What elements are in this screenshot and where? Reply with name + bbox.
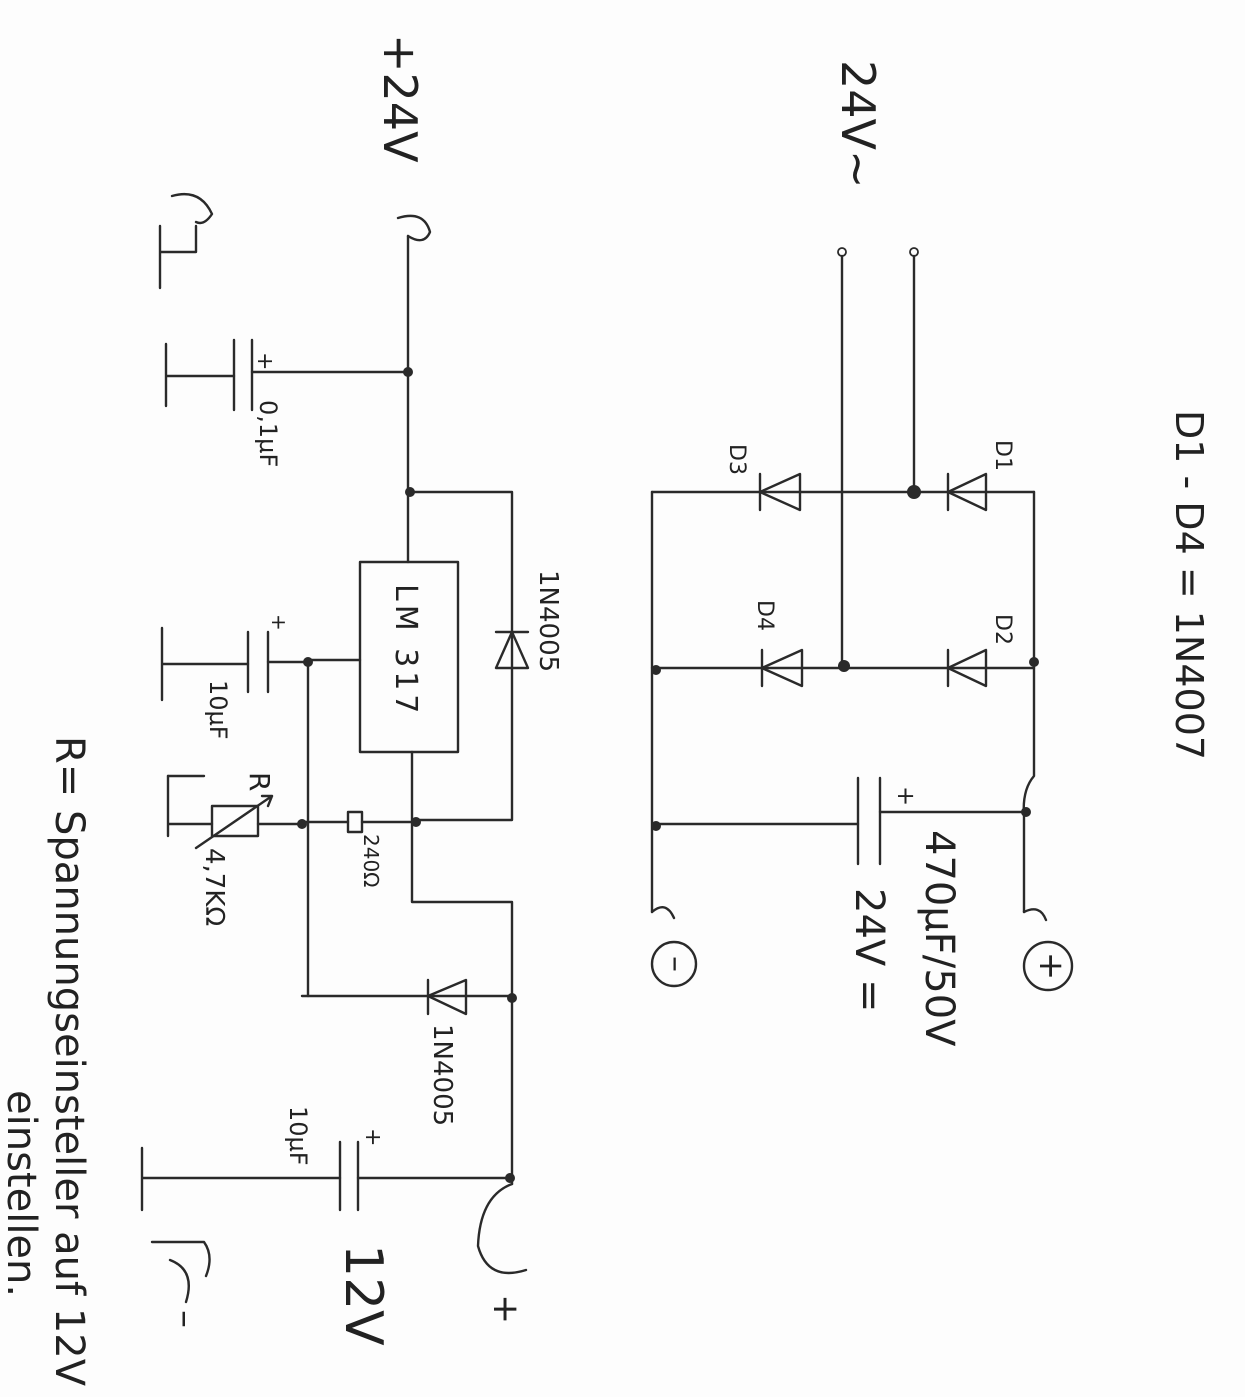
- label-diodes-note: D1 - D4 = 1N4007: [1167, 410, 1211, 760]
- plus-rail: [1022, 490, 1036, 914]
- junction-d1-d3: [907, 485, 921, 499]
- plus-terminal-sign: +: [1031, 952, 1071, 981]
- junction-diode-bottom: [507, 993, 517, 1003]
- diode-d2-symbol: [946, 648, 988, 688]
- junction-minus-2: [651, 821, 661, 831]
- minus-terminal-sign: –: [658, 956, 696, 972]
- diode-d4-symbol: [760, 648, 804, 688]
- lm317-label: LM 317: [388, 584, 423, 717]
- output-wire: [410, 750, 514, 1186]
- r240-body: [346, 810, 364, 834]
- pot-body: [210, 804, 260, 838]
- diode-d3-symbol: [758, 472, 802, 512]
- label-output-plus: +: [485, 1294, 526, 1324]
- adj-wire: [306, 658, 362, 998]
- input-connector: [396, 214, 432, 242]
- label-d1: D1: [990, 440, 1015, 471]
- output-minus-connector: [150, 1240, 211, 1304]
- diode-bottom-symbol: [426, 978, 468, 1016]
- cap-10a-ground: [160, 626, 250, 702]
- minus-terminal-hook: [650, 906, 676, 920]
- minus-terminal-circle: [650, 940, 698, 988]
- diode-d1-symbol: [946, 472, 988, 512]
- label-cap-01: 0,1µF: [254, 400, 282, 467]
- lm317-box: [358, 560, 460, 754]
- junction-d2-d4: [838, 660, 850, 672]
- plus-terminal-hook: [1022, 908, 1048, 922]
- label-pot: 4,7KΩ: [199, 848, 229, 926]
- label-r240: 240Ω: [359, 834, 383, 887]
- label-ac-input: 24V~: [831, 60, 885, 189]
- cap-01-plus: +: [252, 352, 277, 370]
- pot-wire: [166, 774, 304, 838]
- label-24v-input: +24V: [373, 34, 427, 163]
- label-d4: D4: [752, 600, 777, 631]
- label-diode-bottom: 1N4005: [427, 1024, 457, 1126]
- note-line-2: einstellen.: [0, 1090, 44, 1297]
- plus-terminal-circle: [1022, 940, 1074, 992]
- cap-big-plus: +: [892, 786, 920, 806]
- label-12v: 12V: [333, 1244, 393, 1346]
- label-r: R: [243, 772, 276, 791]
- note-line-1: R= Spannungseinsteller auf 12V: [46, 736, 92, 1387]
- output-plus-connector: [476, 1182, 528, 1275]
- label-cap-10b: 10µF: [284, 1106, 312, 1166]
- label-d3: D3: [724, 444, 749, 475]
- label-cap-10a: 10µF: [204, 680, 232, 740]
- junction-cap01: [403, 367, 413, 377]
- ground-symbol-input: [158, 192, 214, 290]
- cap-01-to-ground: [164, 342, 236, 408]
- label-output-minus: –: [165, 1310, 206, 1328]
- diode-top-symbol: [494, 630, 530, 670]
- cap-10a-plus: +: [267, 614, 291, 631]
- diode-top-wire: [408, 490, 514, 822]
- label-dc-out: 24V =: [846, 888, 892, 1013]
- label-cap-big: 470µF/50V: [916, 830, 962, 1047]
- pot-arrow: [194, 794, 274, 850]
- junction-minus-1: [651, 665, 661, 675]
- cap-10b-plus: +: [360, 1128, 385, 1146]
- junction-out: [411, 817, 421, 827]
- cap-10b-ground: [140, 1146, 342, 1212]
- label-diode-top: 1N4005: [533, 570, 563, 672]
- regulator-circuit: + LM 317 +: [140, 192, 530, 1304]
- rectifier-circuit: + + –: [650, 247, 1074, 992]
- label-d2: D2: [990, 614, 1015, 645]
- junction-plus-1: [1029, 657, 1039, 667]
